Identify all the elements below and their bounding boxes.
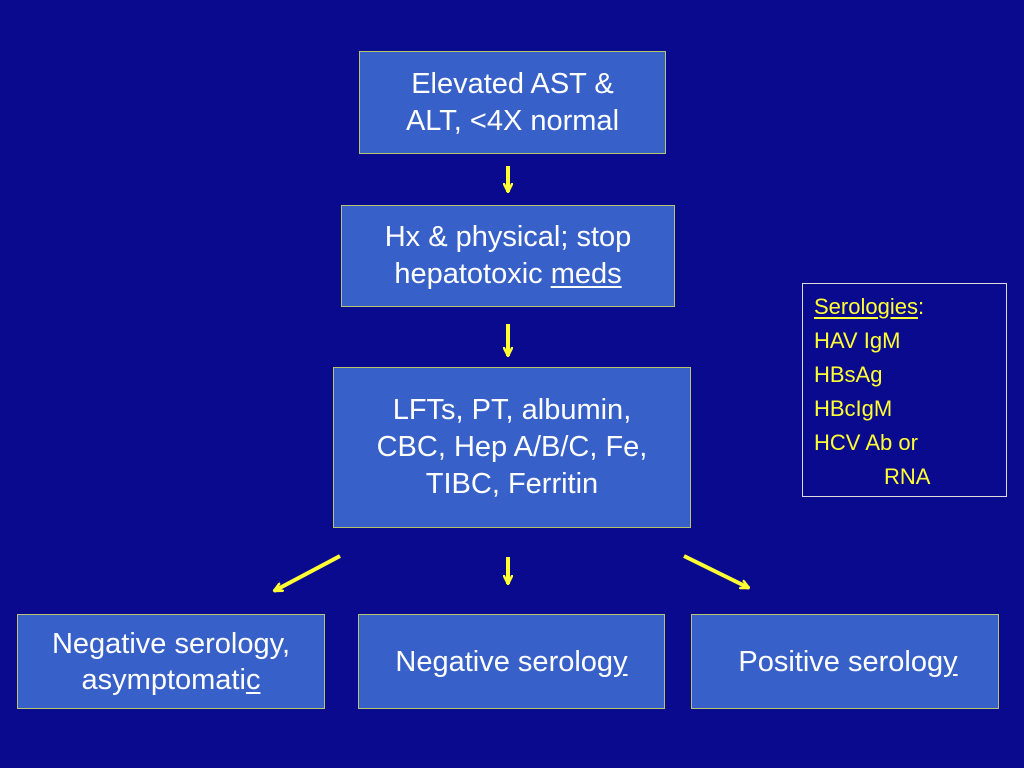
labs-line-2: CBC, Hep A/B/C, Fe, — [376, 431, 648, 463]
serology-item-continuation: RNA — [884, 464, 931, 489]
pos-serology-underlined: y — [943, 645, 958, 678]
serologies-heading-line: Serologies: — [814, 290, 1006, 324]
lab-tests-box: LFTs, PT, albumin, CBC, Hep A/B/C, Fe, T… — [333, 367, 691, 528]
negative-asymptomatic-box: Negative serology, asymptomatic — [17, 614, 325, 709]
labs-line-1: LFTs, PT, albumin, — [392, 394, 632, 426]
start-line-1: Elevated AST & — [411, 67, 614, 100]
serology-item: HBsAg — [814, 362, 883, 387]
history-line-1: Hx & physical; stop — [384, 221, 632, 253]
serology-item: HAV IgM — [814, 328, 901, 353]
pos-serology-label: Positive serology — [738, 644, 957, 680]
serologies-panel: Serologies: HAV IgM HBsAg HBcIgM HCV Ab … — [802, 283, 1007, 497]
labs-line-3: TIBC, Ferritin — [425, 468, 599, 500]
neg-serology-underlined: y — [613, 645, 628, 678]
serology-item: HBcIgM — [814, 396, 893, 421]
neg-asym-line-1: Negative serology, — [51, 627, 291, 660]
history-line-2-text: hepatotoxic — [394, 258, 551, 290]
negative-serology-box: Negative serology — [358, 614, 665, 709]
serologies-heading-suffix: : — [917, 294, 925, 319]
neg-serology-text: Negative serolog — [395, 645, 614, 678]
neg-asym-underlined: c — [245, 663, 261, 696]
neg-asym-line-2-text: asymptomati — [81, 663, 246, 696]
positive-serology-box: Positive serology — [691, 614, 999, 709]
history-physical-box: Hx & physical; stop hepatotoxic meds — [341, 205, 675, 307]
neg-asym-line-2: asymptomatic — [52, 662, 290, 698]
arrow-labs-to-right — [683, 554, 749, 590]
serology-item: HCV Ab or — [814, 430, 918, 455]
neg-serology-label: Negative serology — [395, 644, 627, 680]
start-line-2: ALT, <4X normal — [405, 104, 620, 137]
start-box: Elevated AST & ALT, <4X normal — [359, 51, 666, 154]
serologies-heading: Serologies — [814, 294, 918, 319]
pos-serology-text: Positive serolog — [738, 645, 944, 678]
meds-underlined: meds — [550, 258, 622, 290]
arrow-labs-to-left — [274, 554, 341, 593]
history-line-2: hepatotoxic meds — [385, 256, 632, 293]
